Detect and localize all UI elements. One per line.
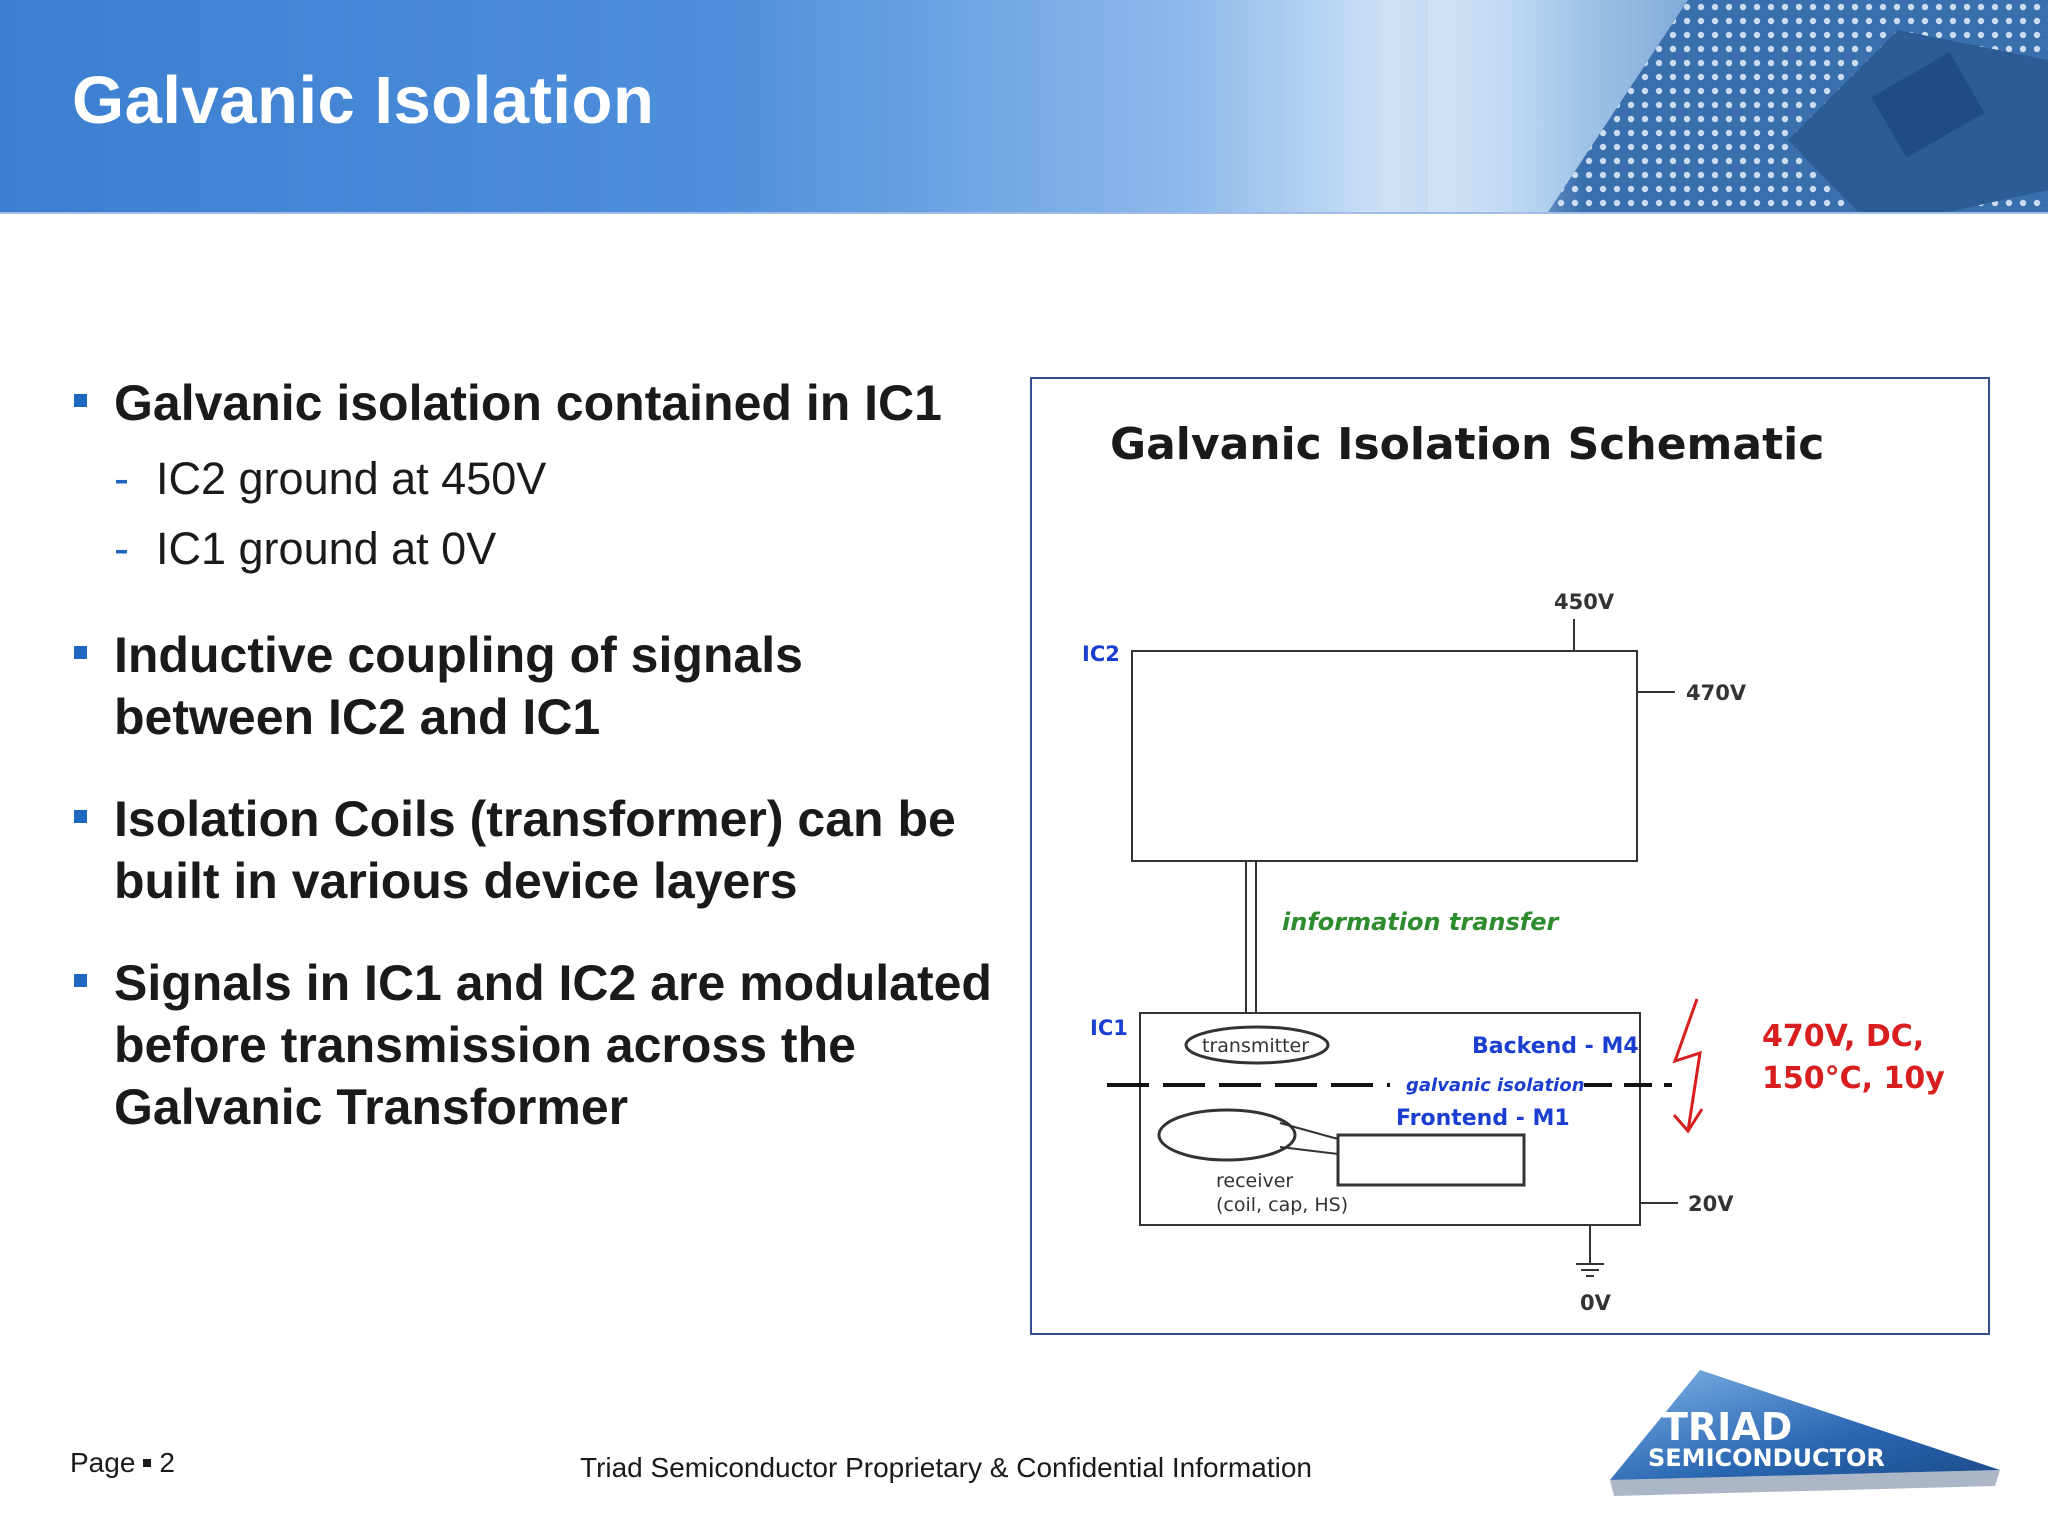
- receiver-label: receiver: [1216, 1170, 1293, 1192]
- transmitter-coil: [1184, 1025, 1330, 1065]
- voltage-20v-label: 20V: [1688, 1192, 1734, 1216]
- dash-marker: -: [114, 523, 129, 574]
- triad-semiconductor-logo: TRIAD SEMICONDUCTOR: [1610, 1370, 2000, 1496]
- stress-condition-line1: 470V, DC,: [1762, 1019, 1924, 1054]
- separator-square-icon: [143, 1459, 152, 1467]
- page-label: Page: [70, 1447, 136, 1478]
- ic2-label: IC2: [1082, 642, 1120, 666]
- receiver-link-bottom: [1279, 1146, 1339, 1155]
- header-band: [0, 0, 2048, 214]
- stress-condition-line2: 150°C, 10y: [1762, 1061, 1945, 1096]
- receiver-circuit: [1336, 1133, 1526, 1187]
- schematic-figure: Galvanic Isolation Schematic IC2 450V 47…: [1030, 377, 1990, 1335]
- sub-bullet-text: IC2 ground at 450V: [156, 453, 547, 504]
- bullet-item: Inductive coupling of signals between IC…: [70, 624, 1010, 748]
- galvanic-isolation-label: galvanic isolation: [1406, 1075, 1585, 1096]
- confidentiality-notice: Triad Semiconductor Proprietary & Confid…: [580, 1452, 1312, 1483]
- sub-bullet-text: IC1 ground at 0V: [156, 523, 497, 574]
- slide-title: Galvanic Isolation: [72, 63, 655, 138]
- lightning-arrowhead: [1672, 1108, 1704, 1134]
- bullet-text: Inductive coupling of signals between IC…: [114, 627, 803, 745]
- dash-marker: -: [114, 453, 129, 504]
- schematic-title: Galvanic Isolation Schematic: [1110, 419, 1824, 470]
- ic2-block: [1131, 650, 1638, 862]
- logo-line1: TRIAD: [1662, 1405, 1792, 1449]
- bullet-square-icon: [74, 646, 87, 659]
- bullet-square-icon: [74, 974, 87, 987]
- information-transfer-label: information transfer: [1282, 908, 1561, 936]
- bullet-item: Isolation Coils (transformer) can be bui…: [70, 788, 1010, 912]
- bullet-text: Signals in IC1 and IC2 are modulated bef…: [114, 955, 992, 1135]
- bullet-text: Galvanic isolation contained in IC1: [114, 375, 942, 431]
- page-number-value: 2: [159, 1447, 175, 1478]
- receiver-detail-label: (coil, cap, HS): [1216, 1194, 1348, 1216]
- bullet-item: Galvanic isolation contained in IC1 - IC…: [70, 372, 1010, 584]
- bullet-list: Galvanic isolation contained in IC1 - IC…: [70, 372, 1010, 1178]
- page-number: Page 2: [70, 1447, 175, 1479]
- bullet-text: Isolation Coils (transformer) can be bui…: [114, 791, 956, 909]
- circuit-board-image: [1428, 0, 2048, 212]
- receiver-coil: [1157, 1108, 1297, 1162]
- bullet-square-icon: [74, 394, 87, 407]
- voltage-450v-label: 450V: [1554, 590, 1615, 614]
- frontend-m1-label: Frontend - M1: [1396, 1106, 1570, 1131]
- transmitter-label: transmitter: [1202, 1035, 1309, 1057]
- lightning-arrow-icon: [1672, 998, 1702, 1132]
- logo-line2: SEMICONDUCTOR: [1648, 1444, 1885, 1472]
- sub-bullet-list: - IC2 ground at 450V - IC1 ground at 0V: [114, 444, 1010, 584]
- bullet-item: Signals in IC1 and IC2 are modulated bef…: [70, 952, 1010, 1138]
- ic1-label: IC1: [1090, 1016, 1128, 1040]
- backend-m4-label: Backend - M4: [1472, 1034, 1639, 1059]
- sub-bullet-item: - IC1 ground at 0V: [114, 514, 1010, 584]
- sub-bullet-item: - IC2 ground at 450V: [114, 444, 1010, 514]
- receiver-link-top: [1279, 1122, 1339, 1140]
- bullet-square-icon: [74, 810, 87, 823]
- voltage-0v-label: 0V: [1580, 1291, 1612, 1315]
- voltage-470v-label: 470V: [1686, 681, 1747, 705]
